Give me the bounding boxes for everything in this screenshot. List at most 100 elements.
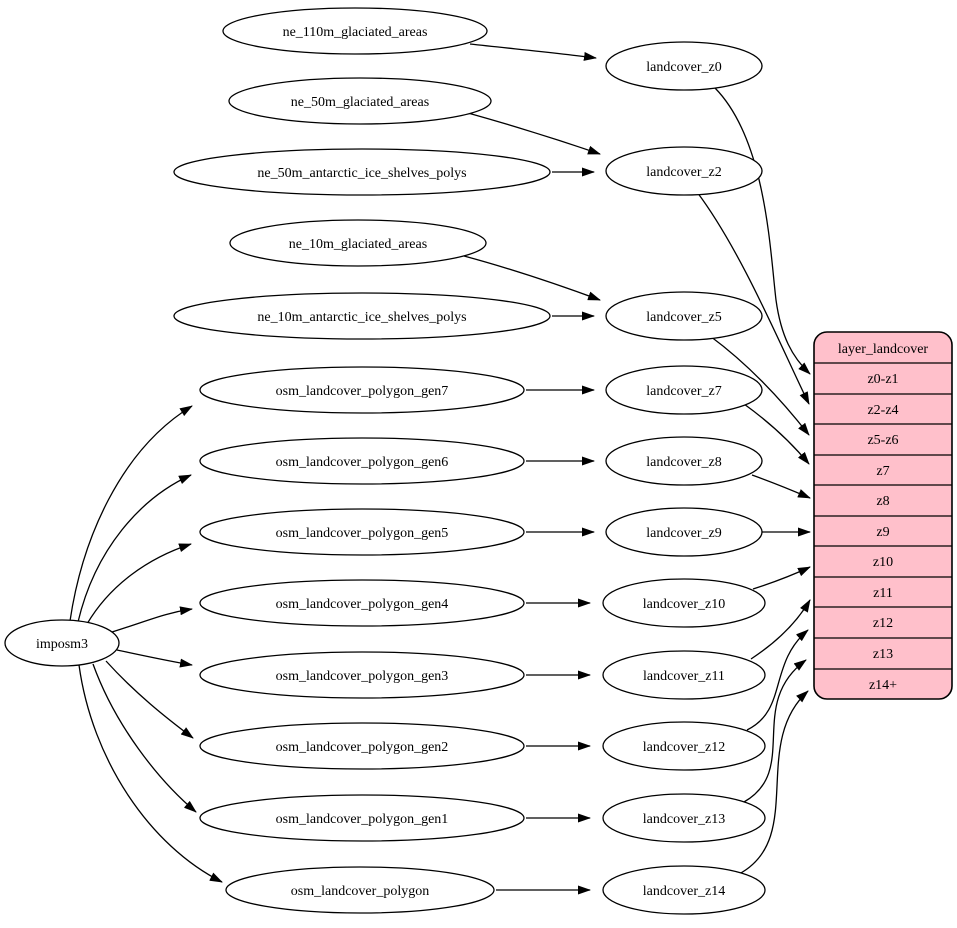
osm_landcover_polygon_gen2-label: osm_landcover_polygon_gen2 (276, 740, 449, 755)
edge-imposm3-gen4 (111, 606, 193, 633)
landcover_z2-label: landcover_z2 (646, 165, 721, 180)
edge-z13-row (743, 659, 807, 803)
landcover_z9-label: landcover_z9 (646, 526, 721, 541)
ne_50m_glaciated_areas-label: ne_50m_glaciated_areas (291, 95, 429, 110)
node-imposm3: imposm3 (4, 619, 120, 667)
edges-stage-table (696, 87, 811, 875)
osm_landcover_polygon_gen7-label: osm_landcover_polygon_gen7 (276, 384, 449, 399)
landcover_z8-label: landcover_z8 (646, 455, 721, 470)
node-ne_50m_glaciated_areas: ne_50m_glaciated_areas (228, 77, 492, 125)
osm_landcover_polygon_gen4-label: osm_landcover_polygon_gen4 (276, 597, 449, 612)
landcover_z5-ellipse (605, 291, 763, 341)
edges-source-stage (463, 43, 601, 895)
node-landcover_z9: landcover_z9 (605, 507, 763, 557)
osm_landcover_polygon_gen6-label: osm_landcover_polygon_gen6 (276, 455, 449, 470)
table-row-z10: z10 (873, 555, 893, 570)
edge-z14-row (738, 690, 809, 875)
edge-imposm3-gen5 (86, 543, 192, 625)
landcover_z14-label: landcover_z14 (643, 884, 725, 899)
node-landcover_z10: landcover_z10 (602, 578, 766, 628)
node-landcover_z13: landcover_z13 (602, 793, 766, 843)
edge-imposm3-gen2 (105, 660, 194, 739)
osm_landcover_polygon_gen1-ellipse (199, 794, 525, 842)
edge-z10-row (752, 566, 811, 590)
ne_50m_antarctic_ice_shelves_polys-ellipse (173, 148, 551, 196)
landcover_z11-label: landcover_z11 (643, 669, 725, 684)
osm_landcover_polygon-label: osm_landcover_polygon (291, 884, 429, 899)
table-row-z13: z13 (873, 647, 893, 662)
landcover_z0-ellipse (605, 41, 763, 91)
osm_landcover_polygon-ellipse (225, 866, 495, 914)
landcover_z7-label: landcover_z7 (646, 384, 721, 399)
table-row-z7: z7 (876, 464, 889, 479)
table-row-z0-z1: z0-z1 (867, 372, 898, 387)
edge-imposm3-gen3 (116, 649, 193, 668)
landcover_z13-ellipse (602, 793, 766, 843)
edge-ne10m-glaciated-z5 (463, 255, 601, 301)
osm_landcover_polygon_gen5-ellipse (199, 508, 525, 556)
edge-z5-row (709, 335, 810, 436)
node-osm_landcover_polygon: osm_landcover_polygon (225, 866, 495, 914)
edge-ne50m-glaciated-z2 (467, 112, 601, 155)
edge-imposm3-gen7 (69, 405, 193, 622)
table-row-z5-z6: z5-z6 (867, 433, 898, 448)
edge-imposm3-gen1 (92, 663, 197, 813)
edge-z11-row (750, 599, 811, 660)
ne_10m_antarctic_ice_shelves_polys-ellipse (173, 292, 551, 340)
edge-z8-row (751, 474, 811, 499)
node-osm_landcover_polygon_gen3: osm_landcover_polygon_gen3 (199, 651, 525, 699)
table-row-z8: z8 (876, 494, 889, 509)
edge-ne110m-z0 (469, 43, 597, 61)
osm_landcover_polygon_gen3-label: osm_landcover_polygon_gen3 (276, 669, 449, 684)
table-row-z14plus: z14+ (869, 678, 897, 693)
node-osm_landcover_polygon_gen1: osm_landcover_polygon_gen1 (199, 794, 525, 842)
imposm3-label: imposm3 (36, 637, 88, 652)
ne_110m_glaciated_areas-label: ne_110m_glaciated_areas (283, 25, 428, 40)
osm_landcover_polygon_gen6-ellipse (199, 437, 525, 485)
table-layer_landcover: layer_landcover z0-z1 z2-z4 z5-z6 z7 z8 … (813, 331, 953, 700)
osm_landcover_polygon_gen4-ellipse (199, 579, 525, 627)
edge-z12-row (746, 629, 809, 731)
edges-imposm3 (69, 405, 223, 883)
node-osm_landcover_polygon_gen7: osm_landcover_polygon_gen7 (199, 366, 525, 414)
landcover_z13-label: landcover_z13 (643, 812, 725, 827)
imposm3-ellipse (4, 619, 120, 667)
landcover_z10-ellipse (602, 578, 766, 628)
landcover_z12-label: landcover_z12 (643, 740, 725, 755)
ne_110m_glaciated_areas-ellipse (222, 7, 488, 55)
node-ne_50m_antarctic_ice_shelves_polys: ne_50m_antarctic_ice_shelves_polys (173, 148, 551, 196)
edge-z0-row (714, 87, 811, 375)
table-title: layer_landcover (838, 342, 929, 357)
landcover_z10-label: landcover_z10 (643, 597, 725, 612)
landcover_z8-ellipse (605, 436, 763, 486)
table-row-z11: z11 (873, 586, 893, 601)
osm_landcover_polygon_gen3-ellipse (199, 651, 525, 699)
table-row-z12: z12 (873, 616, 893, 631)
table-row-z9: z9 (876, 525, 889, 540)
osm_landcover_polygon_gen1-label: osm_landcover_polygon_gen1 (276, 812, 449, 827)
ne_10m_antarctic_ice_shelves_polys-label: ne_10m_antarctic_ice_shelves_polys (257, 310, 466, 325)
node-osm_landcover_polygon_gen6: osm_landcover_polygon_gen6 (199, 437, 525, 485)
node-landcover_z12: landcover_z12 (602, 721, 766, 771)
node-landcover_z5: landcover_z5 (605, 291, 763, 341)
node-ne_110m_glaciated_areas: ne_110m_glaciated_areas (222, 7, 488, 55)
node-ne_10m_glaciated_areas: ne_10m_glaciated_areas (229, 219, 487, 267)
edge-imposm3-gen6 (77, 474, 192, 623)
node-landcover_z2: landcover_z2 (605, 146, 763, 196)
ne_10m_glaciated_areas-ellipse (229, 219, 487, 267)
node-landcover_z11: landcover_z11 (602, 650, 766, 700)
node-osm_landcover_polygon_gen4: osm_landcover_polygon_gen4 (199, 579, 525, 627)
landcover_z9-ellipse (605, 507, 763, 557)
landcover_z7-ellipse (605, 365, 763, 415)
landcover_z0-label: landcover_z0 (646, 60, 721, 75)
landcover_z2-ellipse (605, 146, 763, 196)
landcover_z12-ellipse (602, 721, 766, 771)
osm_landcover_polygon_gen5-label: osm_landcover_polygon_gen5 (276, 526, 449, 541)
node-landcover_z7: landcover_z7 (605, 365, 763, 415)
node-osm_landcover_polygon_gen5: osm_landcover_polygon_gen5 (199, 508, 525, 556)
landcover_z14-ellipse (602, 865, 766, 915)
landcover_z11-ellipse (602, 650, 766, 700)
node-landcover_z0: landcover_z0 (605, 41, 763, 91)
edge-z2-row (696, 191, 810, 405)
